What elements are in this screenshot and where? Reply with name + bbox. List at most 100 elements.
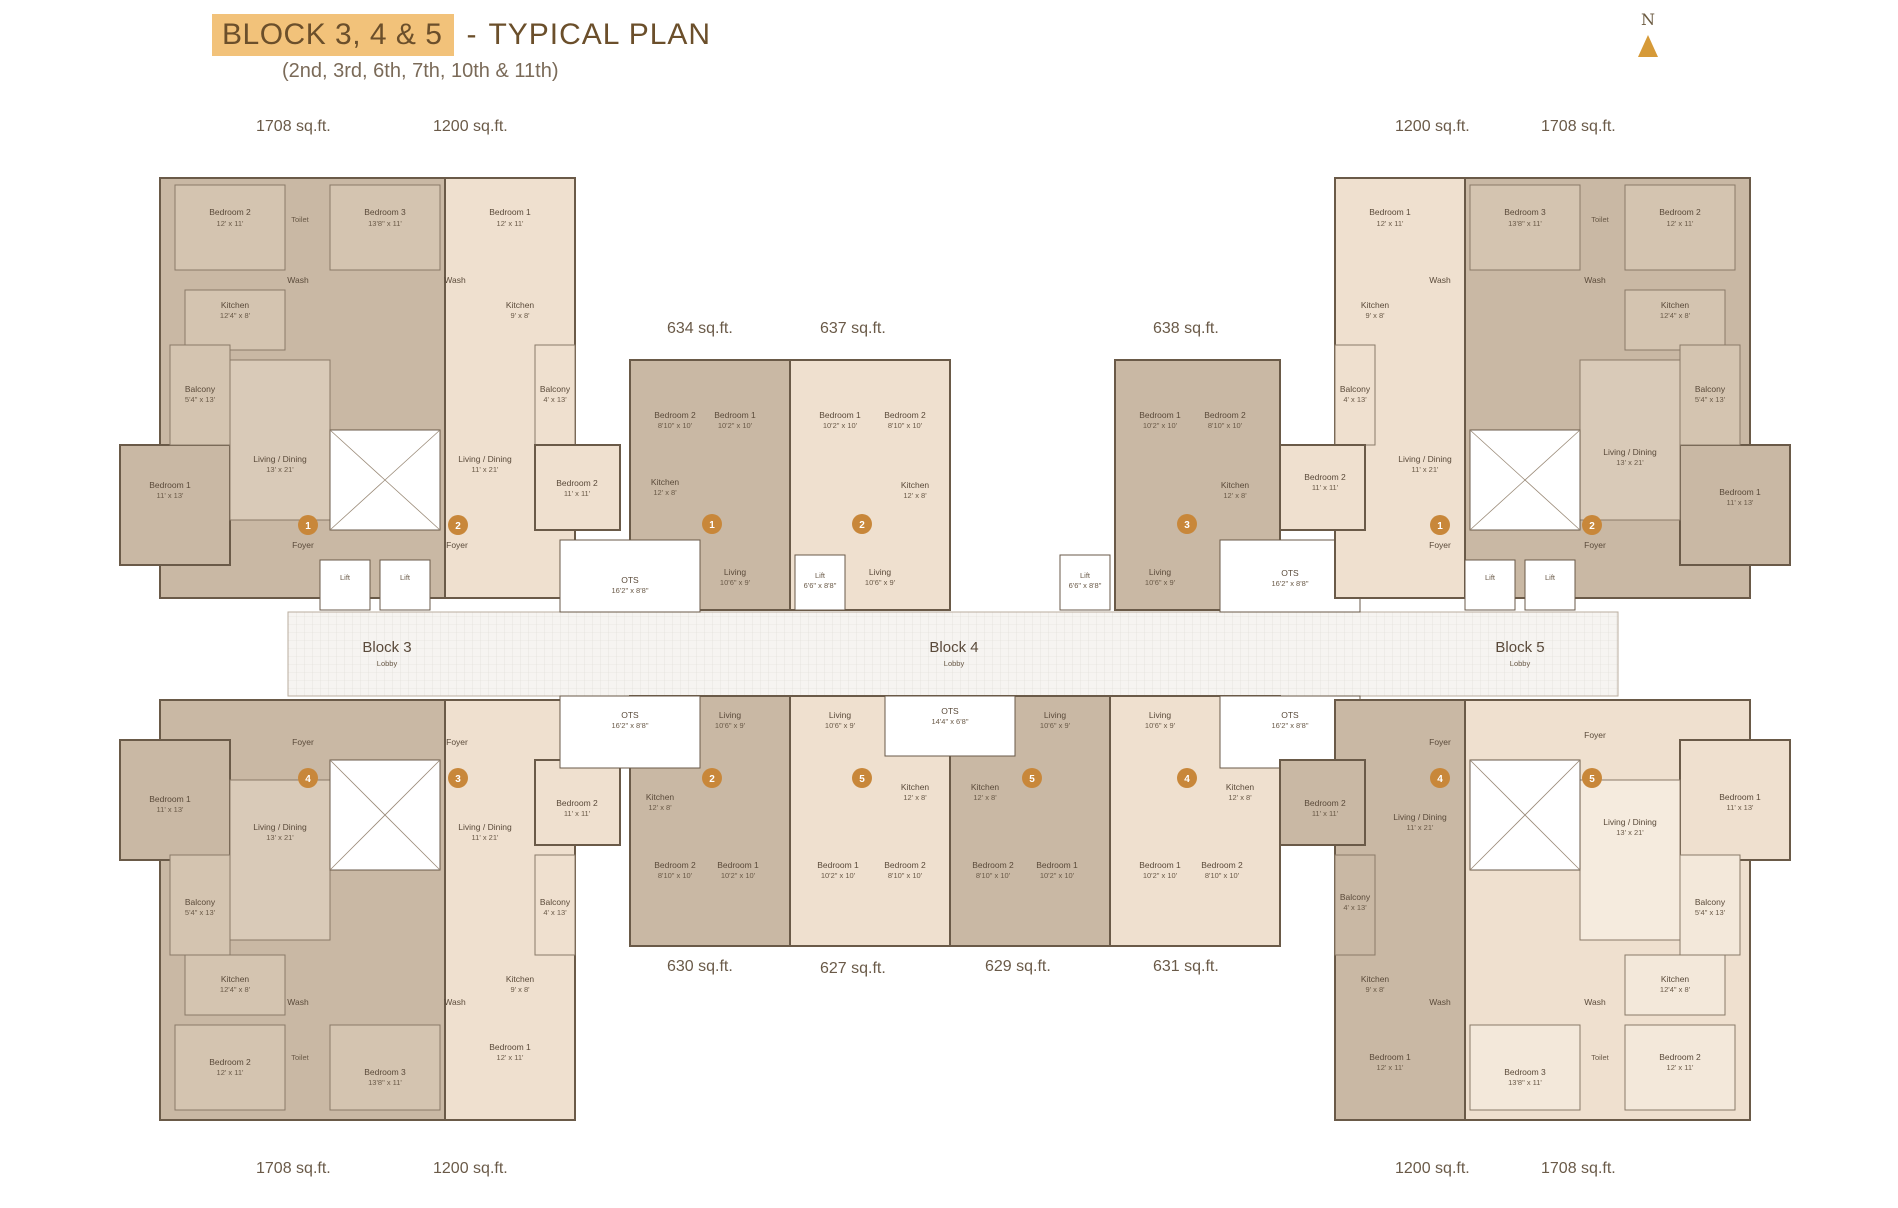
room-label: Bedroom 1 — [819, 410, 861, 420]
unit-badge-2: 2 — [852, 514, 872, 534]
room-label: Bedroom 3 — [1504, 207, 1546, 217]
area-label: 1200 sq.ft. — [1395, 118, 1470, 135]
lift — [1524, 559, 1576, 611]
unit-badge-5: 5 — [852, 768, 872, 788]
room-label: Bedroom 2 — [654, 860, 696, 870]
room-living-dining — [1579, 779, 1681, 941]
room-dim: 10'2" x 10' — [823, 421, 858, 430]
room-label: Kitchen — [1226, 782, 1255, 792]
svg-text:2: 2 — [859, 520, 865, 531]
room-dim: 14'4" x 6'8" — [932, 717, 969, 726]
room-bedroom2 — [534, 444, 621, 531]
room-balcony — [1679, 344, 1741, 446]
room-dim: 12'4" x 8' — [220, 311, 251, 320]
svg-text:5: 5 — [1029, 774, 1035, 785]
room-label: Wash — [1584, 275, 1606, 285]
room-label: Foyer — [446, 540, 468, 550]
room-label: Bedroom 2 — [209, 207, 251, 217]
room-label: Wash — [1429, 275, 1451, 285]
room-dim: 13'8" x 11' — [368, 219, 402, 228]
room-kitchen — [184, 954, 286, 1016]
lobby-sublabel: Lobby — [944, 659, 965, 668]
room-label: Living — [724, 567, 746, 577]
room-label: Balcony — [1340, 892, 1371, 902]
room-dim: 12' x 11' — [1667, 219, 1694, 228]
room-label: Bedroom 2 — [1659, 207, 1701, 217]
north-indicator: N — [1628, 10, 1668, 64]
room-dim: 5'4" x 13' — [185, 395, 216, 404]
room-bedroom3 — [1469, 1024, 1581, 1111]
room-dim: 8'10" x 10' — [658, 871, 693, 880]
title-main: TYPICAL PLAN — [488, 18, 712, 51]
room-living-dining — [229, 359, 331, 521]
room-label: Wash — [287, 997, 309, 1007]
room-dim: 12' x 11' — [497, 219, 524, 228]
room-label: Bedroom 1 — [1369, 207, 1411, 217]
room-label: Kitchen — [646, 792, 675, 802]
room-label: Lift — [1485, 573, 1496, 582]
room-bedroom2 — [534, 759, 621, 846]
room-label: Bedroom 1 — [149, 794, 191, 804]
room-dim: 9' x 8' — [1365, 311, 1385, 320]
room-label: Kitchen — [506, 300, 535, 310]
lift — [794, 554, 846, 611]
room-label: Living / Dining — [1603, 447, 1657, 457]
room-dim: 10'2" x 10' — [1143, 871, 1178, 880]
room-label: Balcony — [1695, 897, 1726, 907]
room-label: Kitchen — [221, 300, 250, 310]
room-dim: 4' x 13' — [1343, 903, 1367, 912]
room-label: Bedroom 1 — [1369, 1052, 1411, 1062]
room-bedroom2 — [1624, 1024, 1736, 1111]
lift — [1464, 559, 1516, 611]
room-label: Bedroom 2 — [556, 798, 598, 808]
svg-text:4: 4 — [305, 774, 311, 785]
lift — [1059, 554, 1111, 611]
area-label: 634 sq.ft. — [667, 320, 733, 337]
room-label: Living — [1149, 567, 1171, 577]
room-label: OTS — [1281, 568, 1299, 578]
room-label: Bedroom 3 — [1504, 1067, 1546, 1077]
room-dim: 13'8" x 11' — [1508, 219, 1542, 228]
room-kitchen — [184, 289, 286, 351]
room-balcony — [534, 344, 576, 446]
room-dim: 10'6" x 9' — [825, 721, 856, 730]
room-label: Living / Dining — [1393, 812, 1447, 822]
room-dim: 16'2" x 8'8" — [612, 586, 649, 595]
room-dim: 10'6" x 9' — [1040, 721, 1071, 730]
room-dim: 10'2" x 10' — [1143, 421, 1178, 430]
room-dim: 5'4" x 13' — [1695, 395, 1726, 404]
room-bedroom2 — [174, 184, 286, 271]
unit-badge-3: 3 — [448, 768, 468, 788]
room-label: Lift — [1545, 573, 1556, 582]
room-bedroom2 — [1279, 444, 1366, 531]
room-dim: 8'10" x 10' — [658, 421, 693, 430]
room-label: Bedroom 1 — [489, 207, 531, 217]
room-label: Toilet — [291, 1053, 309, 1062]
room-bedroom2 — [1279, 759, 1366, 846]
room-label: Wash — [287, 275, 309, 285]
lobby-sublabel: Lobby — [1510, 659, 1531, 668]
area-label: 630 sq.ft. — [667, 958, 733, 975]
room-label: Balcony — [540, 897, 571, 907]
room-dim: 10'2" x 10' — [821, 871, 856, 880]
room-label: Bedroom 2 — [1201, 860, 1243, 870]
room-dim: 13' x 21' — [1616, 828, 1644, 837]
room-label: Foyer — [1584, 730, 1606, 740]
room-label: Toilet — [1591, 1053, 1609, 1062]
lobby-label-block3: Block 3 — [362, 639, 411, 656]
room-dim: 12' x 11' — [217, 1068, 244, 1077]
room-dim: 12' x 8' — [653, 488, 677, 497]
room-label: Bedroom 1 — [489, 1042, 531, 1052]
room-dim: 10'6" x 9' — [715, 721, 746, 730]
room-dim: 12'4" x 8' — [1660, 985, 1691, 994]
block-5-wing — [1279, 177, 1791, 1121]
room-balcony — [1334, 854, 1376, 956]
room-label: Balcony — [540, 384, 571, 394]
room-label: OTS — [1281, 710, 1299, 720]
svg-text:5: 5 — [1589, 774, 1595, 785]
room-label: Bedroom 1 — [1719, 792, 1761, 802]
room-dim: 10'6" x 9' — [720, 578, 751, 587]
north-label: N — [1641, 10, 1655, 29]
room-bedroom2 — [174, 1024, 286, 1111]
room-label: Foyer — [446, 737, 468, 747]
